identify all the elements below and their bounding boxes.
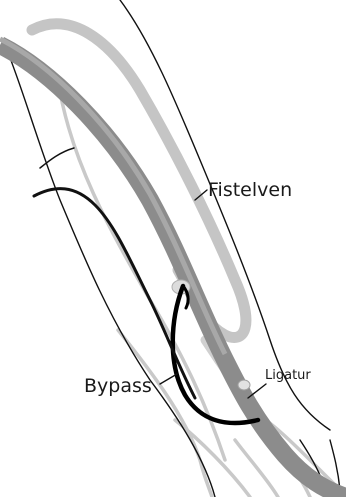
bypass-label: Bypass [84, 375, 152, 397]
ligature-knot [238, 380, 250, 390]
fistelven-label: Fistelven [208, 179, 292, 201]
ligatur-label: Ligatur [265, 368, 311, 383]
